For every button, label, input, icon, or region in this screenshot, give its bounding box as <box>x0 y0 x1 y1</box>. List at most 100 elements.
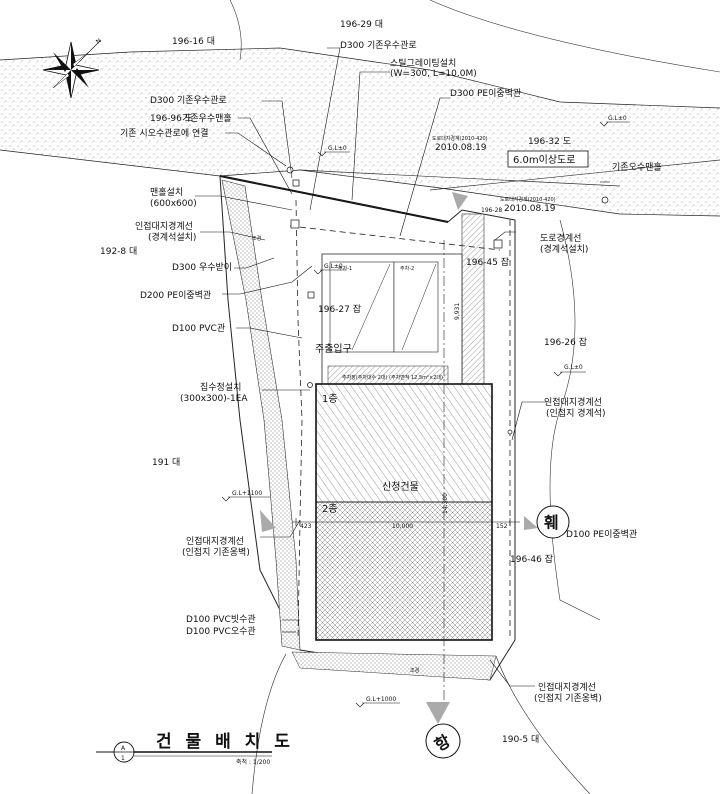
gl-right: G.L±0 <box>564 364 583 371</box>
top-arc-left <box>229 0 242 61</box>
road-date-1a: 도로대지경계(2010-420) <box>432 135 488 142</box>
callout-existing-storm-manhole: 기존우수맨홀 <box>182 112 232 124</box>
new-building-label: 신청건물 <box>382 481 419 493</box>
callout-adjacent-boundary-4b: (인접지 기존옹벽) <box>534 692 602 704</box>
parcel-192-8: 192-8 대 <box>100 246 137 257</box>
callout-manhole-install-1: 맨홀설치 <box>150 186 183 198</box>
north-arrow-icon <box>42 39 102 99</box>
callout-d300-storm-main-left: D300 기존우수관로 <box>150 95 227 106</box>
gl-top-right: G.L±0 <box>608 115 627 122</box>
bottom-landscape <box>291 651 497 681</box>
parking-diag-2 <box>401 263 437 351</box>
parking-strip-label: 주차장(주차대수 2대) (주차면적 12.5m²×2대) <box>342 374 443 381</box>
main-entrance-label: 주출입구 <box>315 342 352 355</box>
road-width-label: 6.0m이상도로 <box>513 154 575 166</box>
callout-road-boundary-2: (경계석설치) <box>540 243 588 255</box>
pipe-dash-left <box>295 199 303 641</box>
gl-left: G.L+1100 <box>232 490 262 497</box>
left-landscape-strip <box>221 179 301 651</box>
road-date-2a: 도로대지경계(2010-420) <box>500 196 556 203</box>
drawing-scale: 축척 : 1/200 <box>236 758 270 766</box>
dim-width: 10,000 <box>392 523 413 530</box>
road-date-1b: 2010.08.19 <box>435 143 487 153</box>
tri-marker-bottom <box>426 702 450 724</box>
callout-adjacent-boundary-1a: 인접대지경계선 <box>135 220 193 232</box>
building-floor-2 <box>315 501 493 641</box>
dim-left: 423 <box>300 523 312 530</box>
parcel-196-28: 196-28 <box>481 207 502 214</box>
pipe-dash-bottom-arc-2 <box>495 655 591 794</box>
title-block <box>96 741 272 763</box>
callout-d300-storm-ditch: D300 우수받이 <box>172 262 232 273</box>
callout-existing-sewer-connect: 기존 시오수관로에 연결 <box>120 128 209 139</box>
callout-d200-pe-pipe: D200 PE이중벽관 <box>140 290 211 301</box>
road-width-box <box>507 150 589 168</box>
callout-adjacent-boundary-3a: 인접대지경계선 <box>186 535 244 547</box>
callout-existing-sewer-manhole-right: 기존오수맨홀 <box>612 161 662 173</box>
callout-steel-grating-2: (W=300, L=10.0M) <box>390 69 477 79</box>
road-boundary-line-3 <box>429 159 720 191</box>
right-boundary-curve <box>549 219 601 621</box>
right-strip <box>461 213 485 385</box>
parcel-191: 191 대 <box>152 457 180 468</box>
drawing-title: 건 물 배 치 도 <box>156 732 294 752</box>
callout-adjacent-boundary-3b: (인접지 기존옹벽) <box>182 546 250 558</box>
gl-bottom: G.L+1000 <box>366 696 396 703</box>
callout-d300-storm-main-top: D300 기존우수관로 <box>340 40 417 51</box>
landscape-bottom: 조경 <box>410 667 419 674</box>
tri-marker-left <box>260 510 276 532</box>
callout-catch-basin-2: (300x300)-1EA <box>180 394 248 404</box>
title-sheet-top: A <box>121 745 126 752</box>
circle-marker-bottom <box>425 723 461 759</box>
circle-marker-right <box>536 505 570 539</box>
parcel-190-5: 190-5 대 <box>502 734 539 745</box>
callout-d100-pe-right: D100 PE이중벽관 <box>566 529 637 540</box>
callout-d100-pvc: D100 PVC관 <box>172 323 225 334</box>
road-edge-bottom <box>0 149 720 217</box>
callout-d100-pvc-rain: D100 PVC빗수관 <box>186 614 256 625</box>
gl-mid: G.L±0 <box>324 263 343 270</box>
floor-2-label: 2층 <box>322 503 338 515</box>
manhole-symbols <box>286 166 609 435</box>
callout-d300-pe-pipe: D300 PE이중벽관 <box>450 88 521 99</box>
north-label: N <box>95 37 103 45</box>
parcel-196-46: 196-46 잡 <box>510 553 553 565</box>
pipe-dash-top <box>289 225 501 251</box>
building-floor-1 <box>315 383 493 503</box>
parcel-196-45: 196-45 잡 <box>466 256 509 268</box>
tri-marker-top-right <box>452 192 468 210</box>
gl-level-symbols <box>221 121 630 708</box>
gl-road: G.L±0 <box>328 145 347 152</box>
road-date-2b: 2010.08.19 <box>504 204 556 214</box>
callout-adjacent-boundary-2b: (인접지 경계석) <box>546 407 606 419</box>
road-edge-top <box>0 47 720 109</box>
callout-adjacent-boundary-4a: 인접대지경계선 <box>538 681 596 693</box>
parcel-196-32: 196-32 도 <box>528 137 571 147</box>
road-boundary-line-2 <box>299 169 621 187</box>
parking-1-label: 주차-1 <box>338 265 352 272</box>
callout-manhole-install-2: (600x600) <box>150 199 197 209</box>
callout-adjacent-boundary-1b: (경계석설치) <box>148 231 196 243</box>
dim-right: 152 <box>496 523 508 530</box>
leader-lines <box>195 47 610 687</box>
dim-building-vertical: 14,300 <box>442 493 449 514</box>
callout-road-boundary-1: 도로경계선 <box>540 232 581 244</box>
landscape-left: 조경 <box>252 235 261 242</box>
parcel-196-26: 196-26 잡 <box>544 336 587 348</box>
parcel-196-96: 196-96 도 <box>150 114 193 124</box>
parking-2-label: 주차-2 <box>400 265 414 272</box>
circle-marker-right-label: 훼 <box>544 513 559 532</box>
parking-stall-1 <box>329 261 395 353</box>
callout-d100-pvc-sewer: D100 PVC오수관 <box>186 626 256 637</box>
floor-1-label: 1층 <box>322 393 338 405</box>
callout-steel-grating-1: 스틸그레이팅설치 <box>390 57 456 69</box>
top-arc-right <box>429 0 720 73</box>
dim-parking-vertical: 9,931 <box>454 303 461 320</box>
parcel-196-16: 196-16 대 <box>172 36 215 47</box>
callout-adjacent-boundary-2a: 인접대지경계선 <box>544 396 602 408</box>
building-outline <box>315 383 493 641</box>
parcel-196-29: 196-29 대 <box>340 19 383 30</box>
parcel-196-27: 196-27 잡 <box>318 303 361 315</box>
